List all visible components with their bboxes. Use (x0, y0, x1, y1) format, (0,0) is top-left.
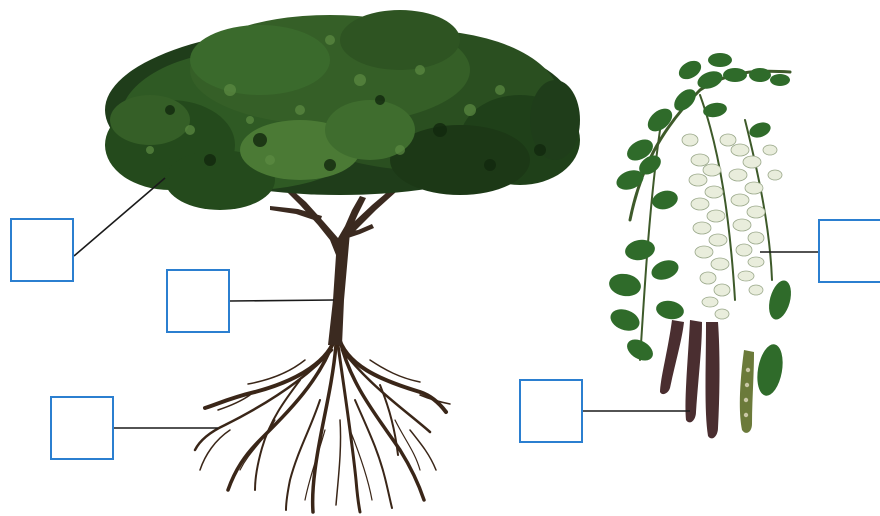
tree-crown (105, 10, 580, 210)
tree-trunk (270, 188, 396, 345)
tree-roots (195, 335, 450, 512)
label-box-crown[interactable] (10, 218, 74, 282)
label-box-roots[interactable] (50, 396, 114, 460)
leader-line-trunk (230, 300, 334, 301)
leader-line-crown (74, 178, 165, 256)
label-box-trunk[interactable] (166, 269, 230, 333)
label-box-flowers[interactable] (818, 219, 880, 283)
tree-illustration (105, 10, 580, 512)
acacia-pods (660, 320, 754, 438)
acacia-branch-illustration (607, 53, 795, 438)
label-box-pods[interactable] (519, 379, 583, 443)
